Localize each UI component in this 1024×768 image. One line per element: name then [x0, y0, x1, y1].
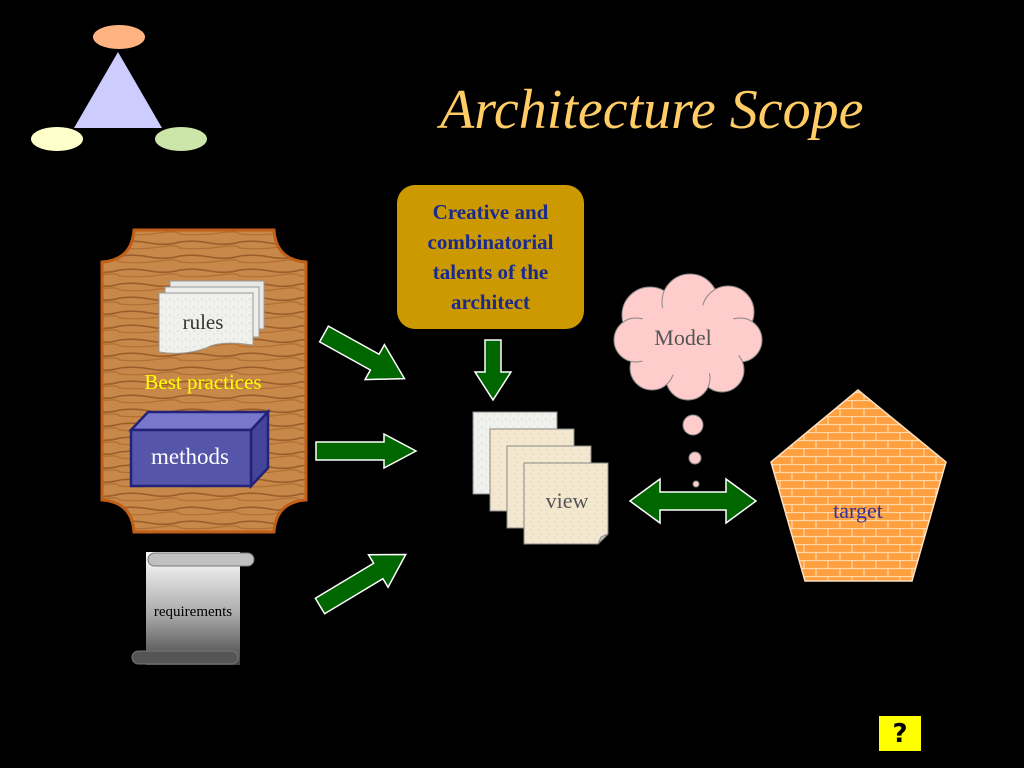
logo-triangle-icon	[31, 25, 207, 151]
double-arrow-view-target-icon	[628, 477, 758, 525]
thought-cloud-icon	[613, 273, 763, 488]
arrow-creative-to-view-icon	[473, 339, 513, 402]
best-practices-label: Best practices	[144, 370, 262, 394]
page-title: Architecture Scope	[440, 79, 864, 141]
model-label: Model	[654, 325, 712, 350]
document-stack-icon	[472, 411, 609, 545]
rules-label: rules	[182, 310, 224, 334]
arrow-rules-to-view-icon	[318, 325, 406, 381]
target-label: target	[833, 498, 883, 523]
methods-label: methods	[151, 444, 229, 469]
question-icon: ?	[892, 718, 908, 749]
methods-box-icon	[128, 408, 271, 490]
scroll-icon	[131, 552, 255, 665]
creative-talents-box: Creative and combinatorial talents of th…	[397, 185, 584, 329]
pentagon-icon	[770, 389, 947, 582]
requirements-label: requirements	[153, 604, 233, 620]
help-button[interactable]: ?	[879, 716, 921, 751]
creative-talents-label: Creative and combinatorial talents of th…	[427, 200, 554, 314]
arrow-requirements-to-view-icon	[314, 553, 407, 615]
arrow-methods-to-view-icon	[315, 432, 418, 470]
view-label: view	[545, 488, 589, 513]
rules-paper-stack-icon	[158, 280, 265, 354]
